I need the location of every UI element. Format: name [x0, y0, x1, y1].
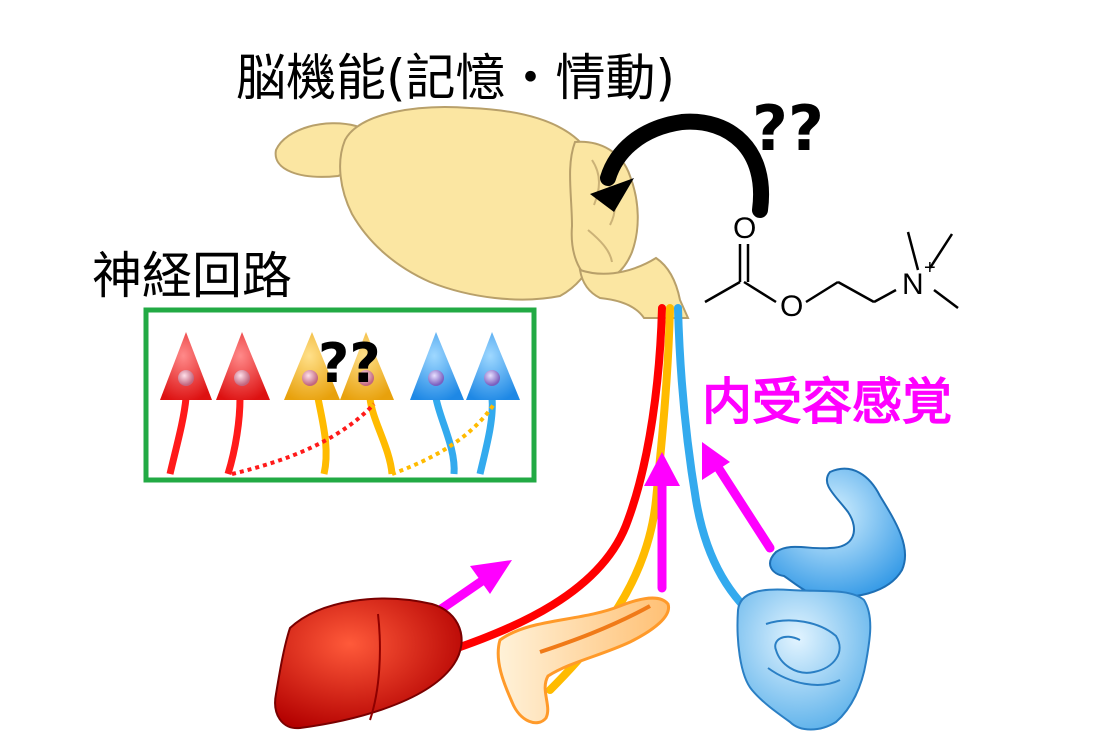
pancreas-illustration [496, 596, 670, 725]
arrow-from-stomach [707, 453, 775, 553]
interoception-label: 内受容感覚 [702, 373, 952, 431]
page-title: 脳機能(記憶・情動) [236, 49, 676, 107]
intestines-illustration [736, 588, 872, 731]
acetylcholine-molecule [704, 231, 959, 309]
gut-nerve-path [674, 304, 774, 634]
question-marks-circuit: ?? [318, 332, 381, 395]
question-marks-top: ?? [752, 92, 824, 165]
brain-cerebellum [569, 140, 639, 284]
brain-cerebrum [339, 106, 606, 301]
liver-illustration [274, 597, 463, 730]
neuron-blue-1 [410, 332, 464, 400]
feedback-arrow [590, 113, 770, 218]
molecule-oxygen-carbonyl: O [733, 212, 756, 245]
neuron-blue-2 [466, 332, 520, 400]
stomach-illustration [769, 467, 907, 599]
molecule-oxygen-ester: O [780, 290, 803, 323]
molecule-positive-charge: + [924, 257, 936, 279]
brain-illustration [274, 106, 690, 319]
neuron-red-2 [216, 332, 270, 400]
neural-circuit-label: 神経回路 [92, 247, 292, 305]
neuron-orange-1 [284, 332, 340, 400]
liver-nerve-path [416, 304, 666, 664]
brain-stem [578, 256, 690, 319]
neural-circuit-box [143, 307, 537, 483]
neuron-orange-2 [340, 332, 394, 400]
neuron-red-1 [160, 332, 212, 400]
interoception-arrows [397, 453, 775, 641]
molecule-nitrogen: N [902, 268, 924, 301]
